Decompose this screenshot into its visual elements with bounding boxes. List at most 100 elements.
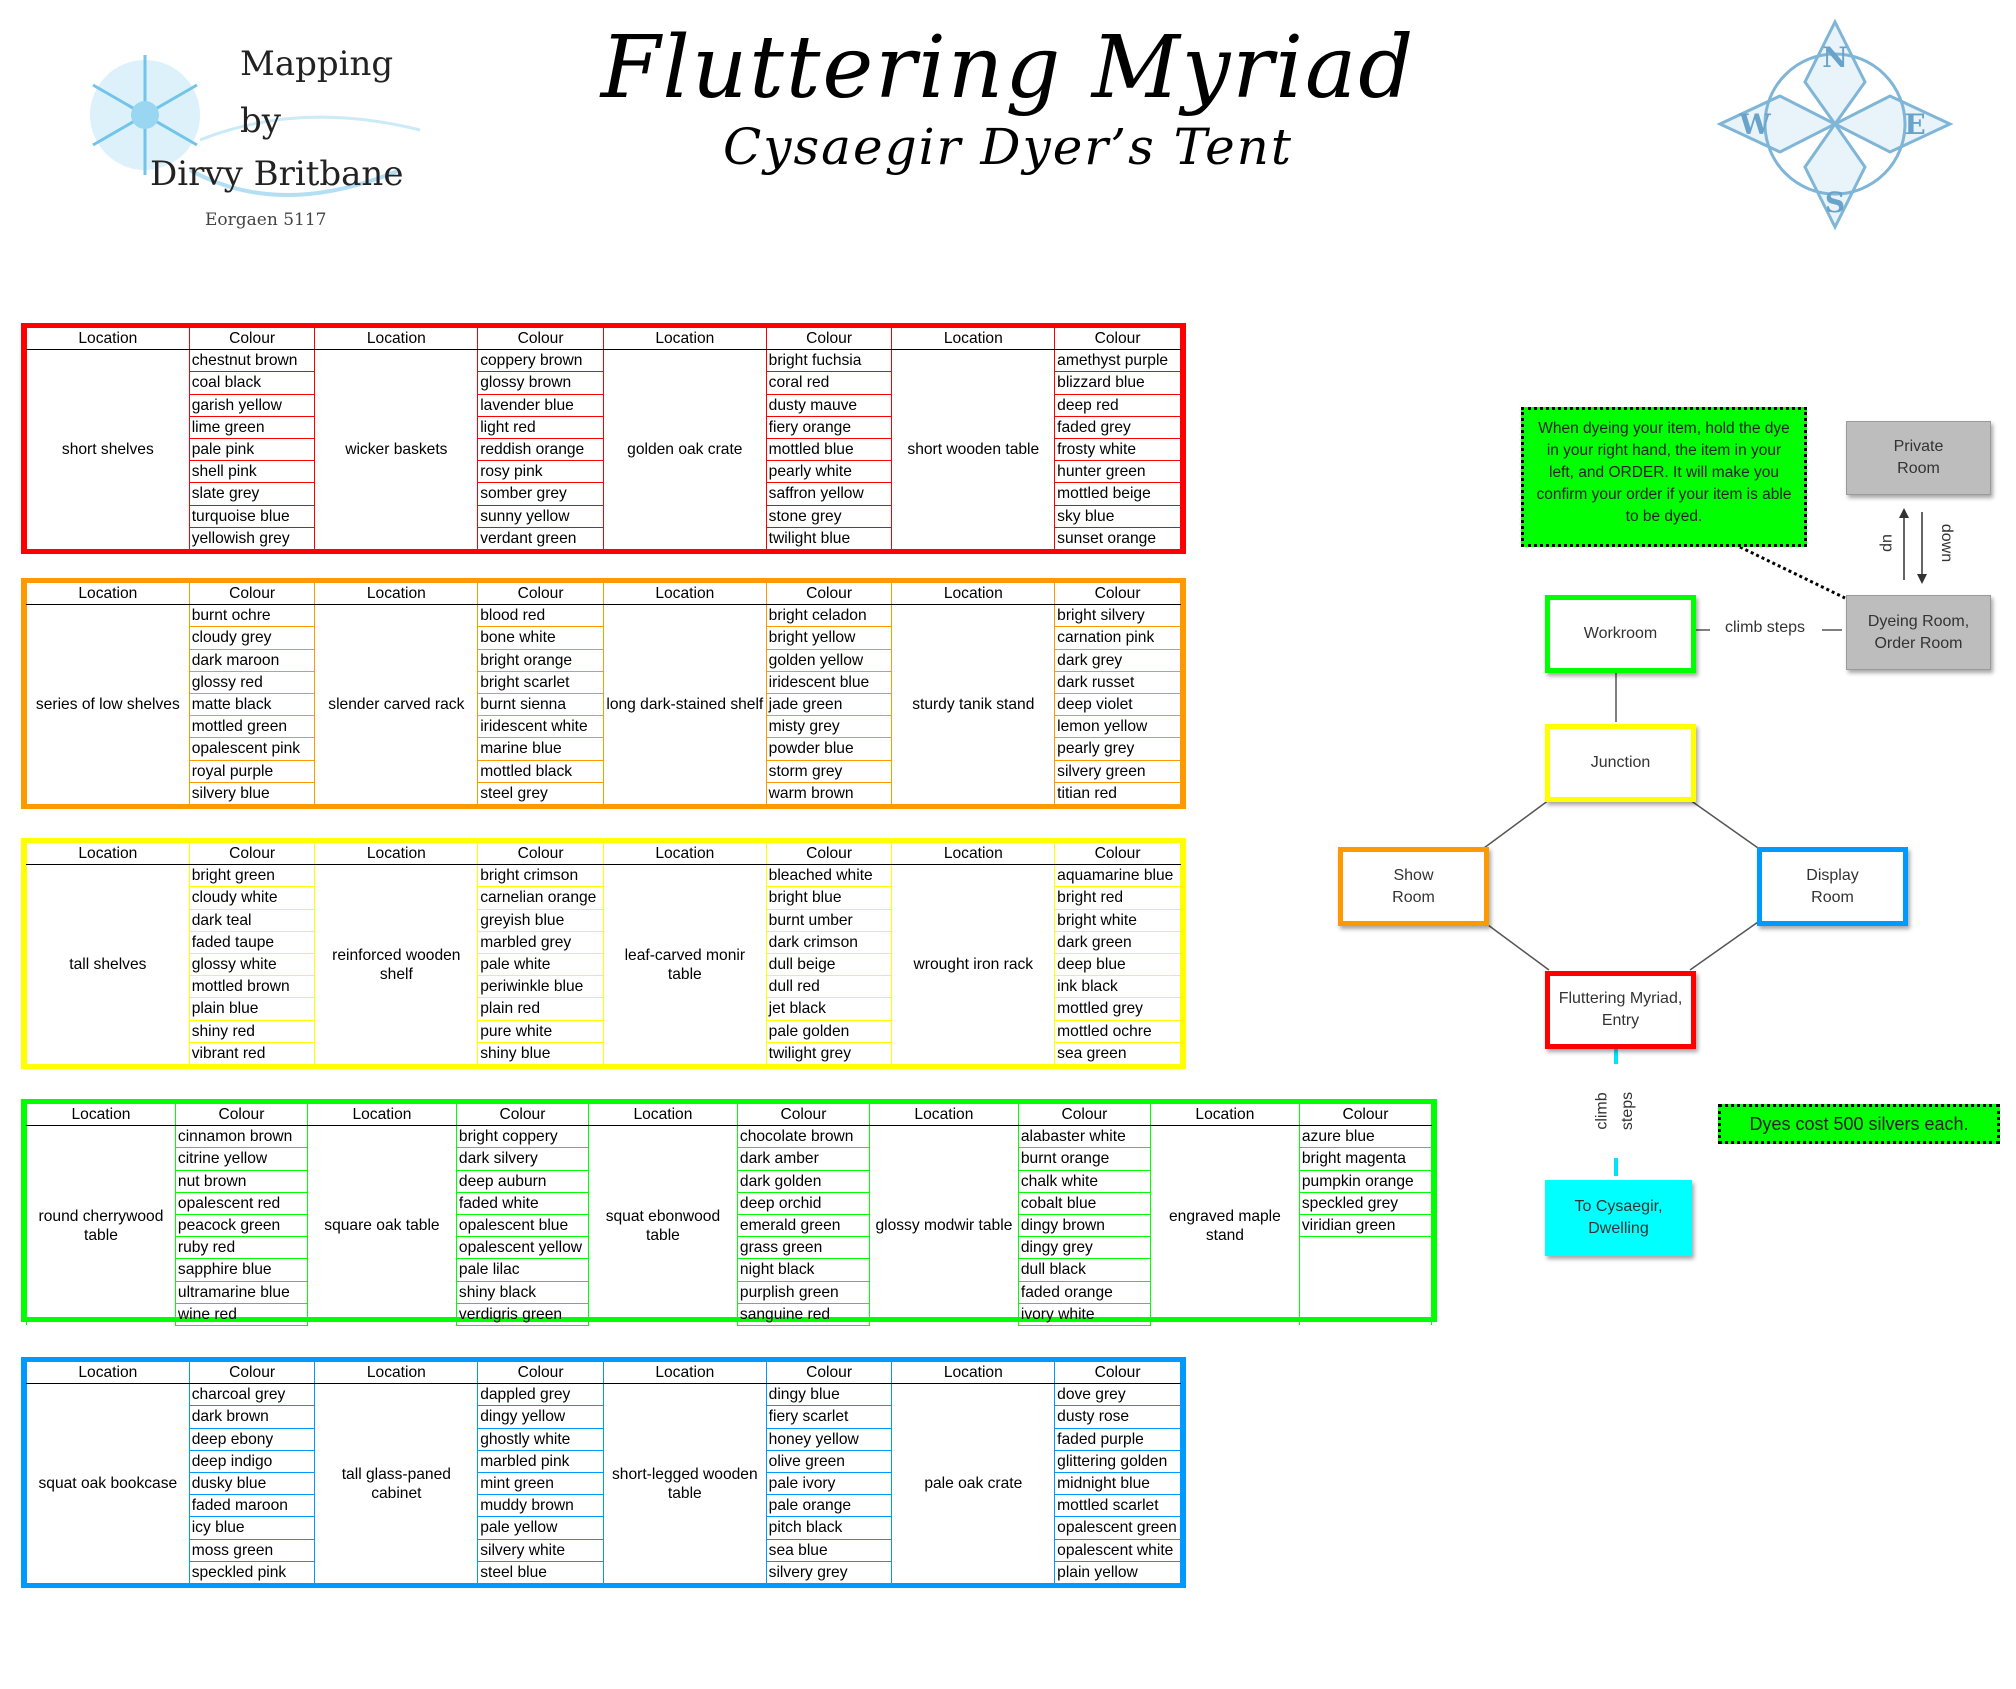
colour-header: Colour bbox=[1298, 1104, 1433, 1127]
colour-cell: sea green bbox=[1054, 1042, 1181, 1065]
colour-cell: chestnut brown bbox=[189, 349, 316, 373]
location-header: Location bbox=[891, 328, 1056, 351]
colour-cell: frosty white bbox=[1054, 438, 1181, 462]
colour-cell: purplish green bbox=[737, 1281, 870, 1304]
colour-cell bbox=[1299, 1258, 1433, 1281]
colour-cell: matte black bbox=[189, 693, 316, 717]
room-private[interactable]: Private Room bbox=[1846, 421, 1991, 495]
colour-cell: pale lilac bbox=[456, 1258, 589, 1282]
colour-cell: marine blue bbox=[477, 737, 604, 761]
room-entry[interactable]: Fluttering Myriad, Entry bbox=[1545, 971, 1696, 1049]
colour-header: Colour bbox=[188, 843, 316, 866]
colour-cell: jet black bbox=[766, 997, 893, 1021]
colour-cell: titian red bbox=[1054, 782, 1181, 805]
logo-line-4: Eorgaen 5117 bbox=[205, 210, 326, 230]
dyeing-instructions-note: When dyeing your item, hold the dye in y… bbox=[1521, 407, 1807, 547]
colour-cell: verdigris green bbox=[456, 1303, 589, 1326]
colour-header: Colour bbox=[765, 1362, 893, 1385]
colour-header: Colour bbox=[477, 843, 604, 866]
location-cell: golden oak crate bbox=[602, 349, 767, 550]
colour-cell: ivory white bbox=[1018, 1303, 1151, 1326]
up-arrow-head bbox=[1899, 508, 1909, 518]
colour-header: Colour bbox=[1054, 328, 1181, 351]
room-dwelling[interactable]: To Cysaegir, Dwelling bbox=[1545, 1180, 1692, 1256]
location-cell: sturdy tanik stand bbox=[891, 604, 1056, 805]
colour-header: Colour bbox=[1054, 583, 1181, 606]
compass-south-label: S bbox=[1825, 186, 1845, 219]
colour-cell: pale orange bbox=[766, 1494, 893, 1518]
colour-cell: faded white bbox=[456, 1192, 589, 1215]
colour-cell: burnt ochre bbox=[189, 604, 316, 628]
compass-rose-icon: N E S W bbox=[1716, 18, 1954, 231]
colour-header: Colour bbox=[188, 1362, 316, 1385]
colour-cell: dark maroon bbox=[189, 649, 316, 672]
room-workroom[interactable]: Workroom bbox=[1545, 595, 1696, 673]
compass-north-label: N bbox=[1822, 41, 1848, 74]
colour-cell: deep violet bbox=[1054, 693, 1181, 717]
page-subtitle: Cysaegir Dyer’s Tent bbox=[723, 118, 1293, 176]
colour-cell: coral red bbox=[766, 371, 893, 395]
colour-cell: lime green bbox=[189, 416, 316, 439]
colour-cell: viridian green bbox=[1299, 1214, 1433, 1238]
colour-cell: mottled brown bbox=[189, 975, 316, 999]
colour-cell: dark brown bbox=[189, 1405, 316, 1429]
colour-cell: silvery white bbox=[477, 1539, 604, 1562]
colour-cell bbox=[1299, 1236, 1433, 1259]
room-dyeing[interactable]: Dyeing Room, Order Room bbox=[1846, 595, 1991, 670]
colour-header: Colour bbox=[174, 1104, 308, 1127]
location-header: Location bbox=[891, 1362, 1056, 1385]
colour-cell: dingy brown bbox=[1018, 1214, 1151, 1238]
colour-cell: fiery scarlet bbox=[766, 1405, 893, 1429]
colour-cell: azure blue bbox=[1299, 1125, 1433, 1149]
room-display[interactable]: Display Room bbox=[1757, 847, 1908, 926]
colour-cell: opalescent white bbox=[1054, 1539, 1181, 1562]
location-header: Location bbox=[1149, 1104, 1300, 1127]
colour-cell: stone grey bbox=[766, 505, 893, 528]
location-cell: slender carved rack bbox=[314, 604, 479, 805]
colour-cell: dark grey bbox=[1054, 649, 1181, 672]
colour-cell: night black bbox=[737, 1258, 870, 1282]
note-pointer bbox=[1739, 545, 1846, 600]
colour-cell: carnelian orange bbox=[477, 886, 604, 910]
colour-cell: greyish blue bbox=[477, 909, 604, 932]
colour-cell: lavender blue bbox=[477, 394, 604, 417]
location-cell: round cherrywood table bbox=[26, 1125, 176, 1326]
colour-cell: ultramarine blue bbox=[175, 1281, 308, 1304]
colour-cell: olive green bbox=[766, 1450, 893, 1473]
down-arrow-head bbox=[1917, 574, 1927, 584]
connector-show-entry bbox=[1483, 921, 1550, 971]
colour-cell: opalescent red bbox=[175, 1192, 308, 1215]
colour-cell: shiny blue bbox=[477, 1042, 604, 1065]
room-show[interactable]: Show Room bbox=[1338, 847, 1489, 926]
colour-cell: royal purple bbox=[189, 760, 316, 783]
colour-cell: ink black bbox=[1054, 975, 1181, 999]
colour-cell: dove grey bbox=[1054, 1383, 1181, 1407]
colour-cell: deep red bbox=[1054, 394, 1181, 417]
colour-cell: warm brown bbox=[766, 782, 893, 805]
location-cell: short-legged wooden table bbox=[602, 1383, 767, 1584]
location-header: Location bbox=[306, 1104, 457, 1127]
colour-cell: silvery green bbox=[1054, 760, 1181, 783]
colour-cell: emerald green bbox=[737, 1214, 870, 1238]
colour-header: Colour bbox=[1017, 1104, 1151, 1127]
room-junction[interactable]: Junction bbox=[1545, 724, 1696, 802]
colour-cell: lemon yellow bbox=[1054, 715, 1181, 739]
location-header: Location bbox=[314, 583, 479, 606]
colour-cell: iridescent blue bbox=[766, 671, 893, 694]
